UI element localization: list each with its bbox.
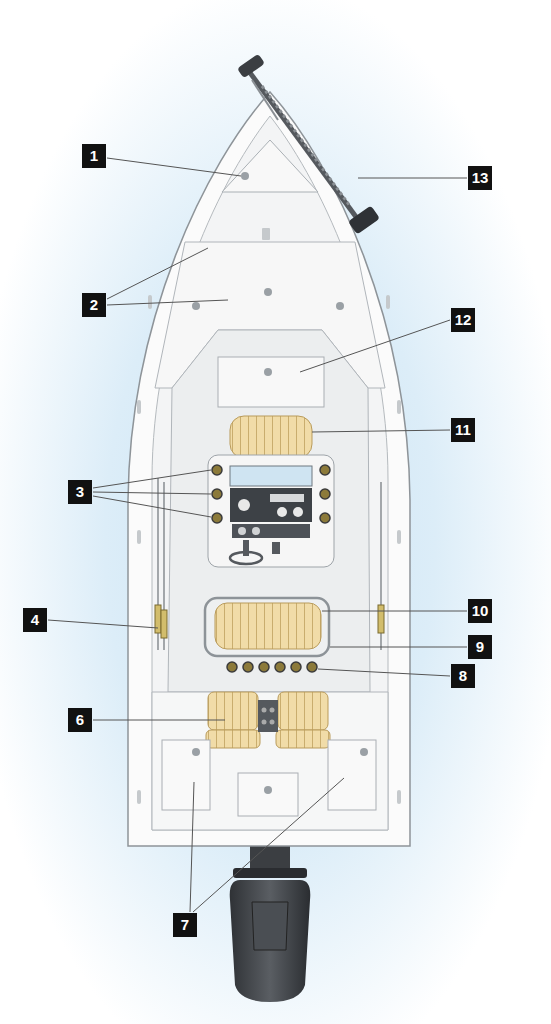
callout-number: 11 xyxy=(451,418,475,442)
leaning-seat xyxy=(215,603,321,649)
console-seat xyxy=(230,416,312,458)
callout-number: 7 xyxy=(173,913,197,937)
callout-number: 4 xyxy=(23,608,47,632)
callout-number: 13 xyxy=(468,166,492,190)
leader-lines xyxy=(48,158,467,912)
callout-number: 8 xyxy=(451,664,475,688)
trolling-motor xyxy=(237,54,380,235)
callout-number: 12 xyxy=(451,308,475,332)
callout-number: 1 xyxy=(82,144,106,168)
deck xyxy=(152,116,388,830)
rod-storage xyxy=(155,478,384,650)
cockpit xyxy=(168,330,370,692)
rod-holders xyxy=(212,465,330,523)
callout-number: 10 xyxy=(468,599,492,623)
callout-number: 2 xyxy=(82,293,106,317)
callout-number: 6 xyxy=(68,708,92,732)
callout-number: 9 xyxy=(468,635,492,659)
tool-holders xyxy=(227,662,317,672)
outboard-motor xyxy=(230,842,311,1002)
hull xyxy=(128,92,410,846)
leaning-post xyxy=(205,598,329,656)
callout-number: 3 xyxy=(68,480,92,504)
aft-deck xyxy=(152,692,388,830)
deck-hatch xyxy=(218,357,324,407)
console xyxy=(208,455,334,567)
